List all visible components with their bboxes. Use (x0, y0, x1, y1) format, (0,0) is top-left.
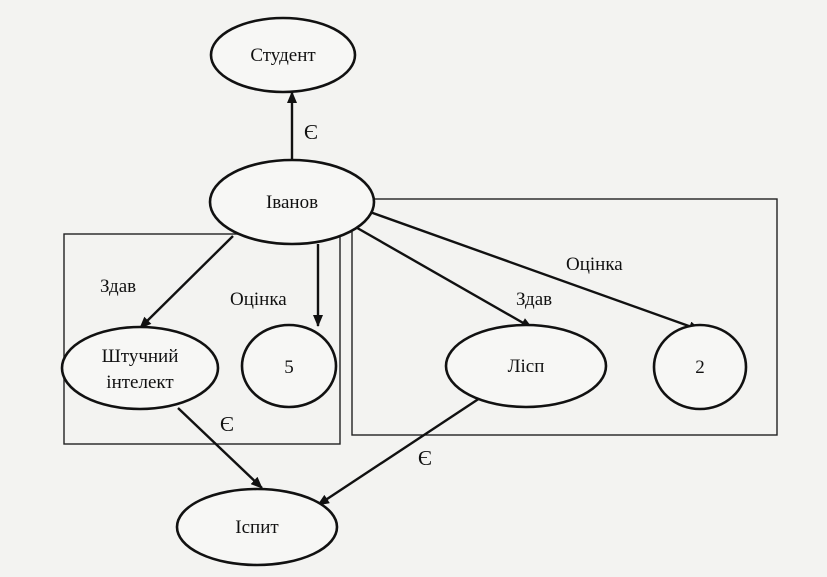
node-five-label: 5 (284, 357, 294, 378)
node-lisp-label: Лісп (508, 356, 545, 377)
node-ai-label-line1: Штучний (102, 346, 179, 367)
group-box-left (63, 233, 341, 445)
node-lisp: Лісп (444, 323, 608, 409)
node-artificial-intelligence: Штучний інтелект (60, 325, 220, 411)
edge-ivanov-lisp (351, 223, 533, 330)
edge-label-ivanov-five: Оцінка (230, 289, 287, 310)
node-exam-label: Іспит (235, 517, 279, 538)
edge-ivanov-ai (139, 235, 234, 329)
edge-ai-exam (177, 407, 263, 489)
node-ivanov-label: Іванов (266, 192, 318, 213)
node-student-label: Студент (250, 45, 316, 66)
node-ivanov: Іванов (208, 158, 376, 246)
node-two-label: 2 (695, 357, 705, 378)
edge-label-ivanov-lisp: Здав (516, 289, 552, 310)
edge-ivanov-two (369, 210, 701, 332)
edge-label-ivanov-student: Є (304, 120, 318, 144)
group-box-right (351, 198, 778, 436)
node-student: Студент (209, 16, 357, 94)
node-ai-label-line2: інтелект (106, 372, 174, 393)
edge-label-lisp-exam: Є (418, 446, 432, 470)
edge-lisp-exam (317, 396, 481, 507)
node-grade-five: 5 (240, 323, 338, 409)
edge-label-ivanov-ai: Здав (100, 276, 136, 297)
node-exam: Іспит (175, 487, 339, 567)
edge-label-ivanov-two: Оцінка (566, 254, 623, 275)
node-grade-two: 2 (652, 323, 748, 411)
edge-label-ai-exam: Є (220, 412, 234, 436)
